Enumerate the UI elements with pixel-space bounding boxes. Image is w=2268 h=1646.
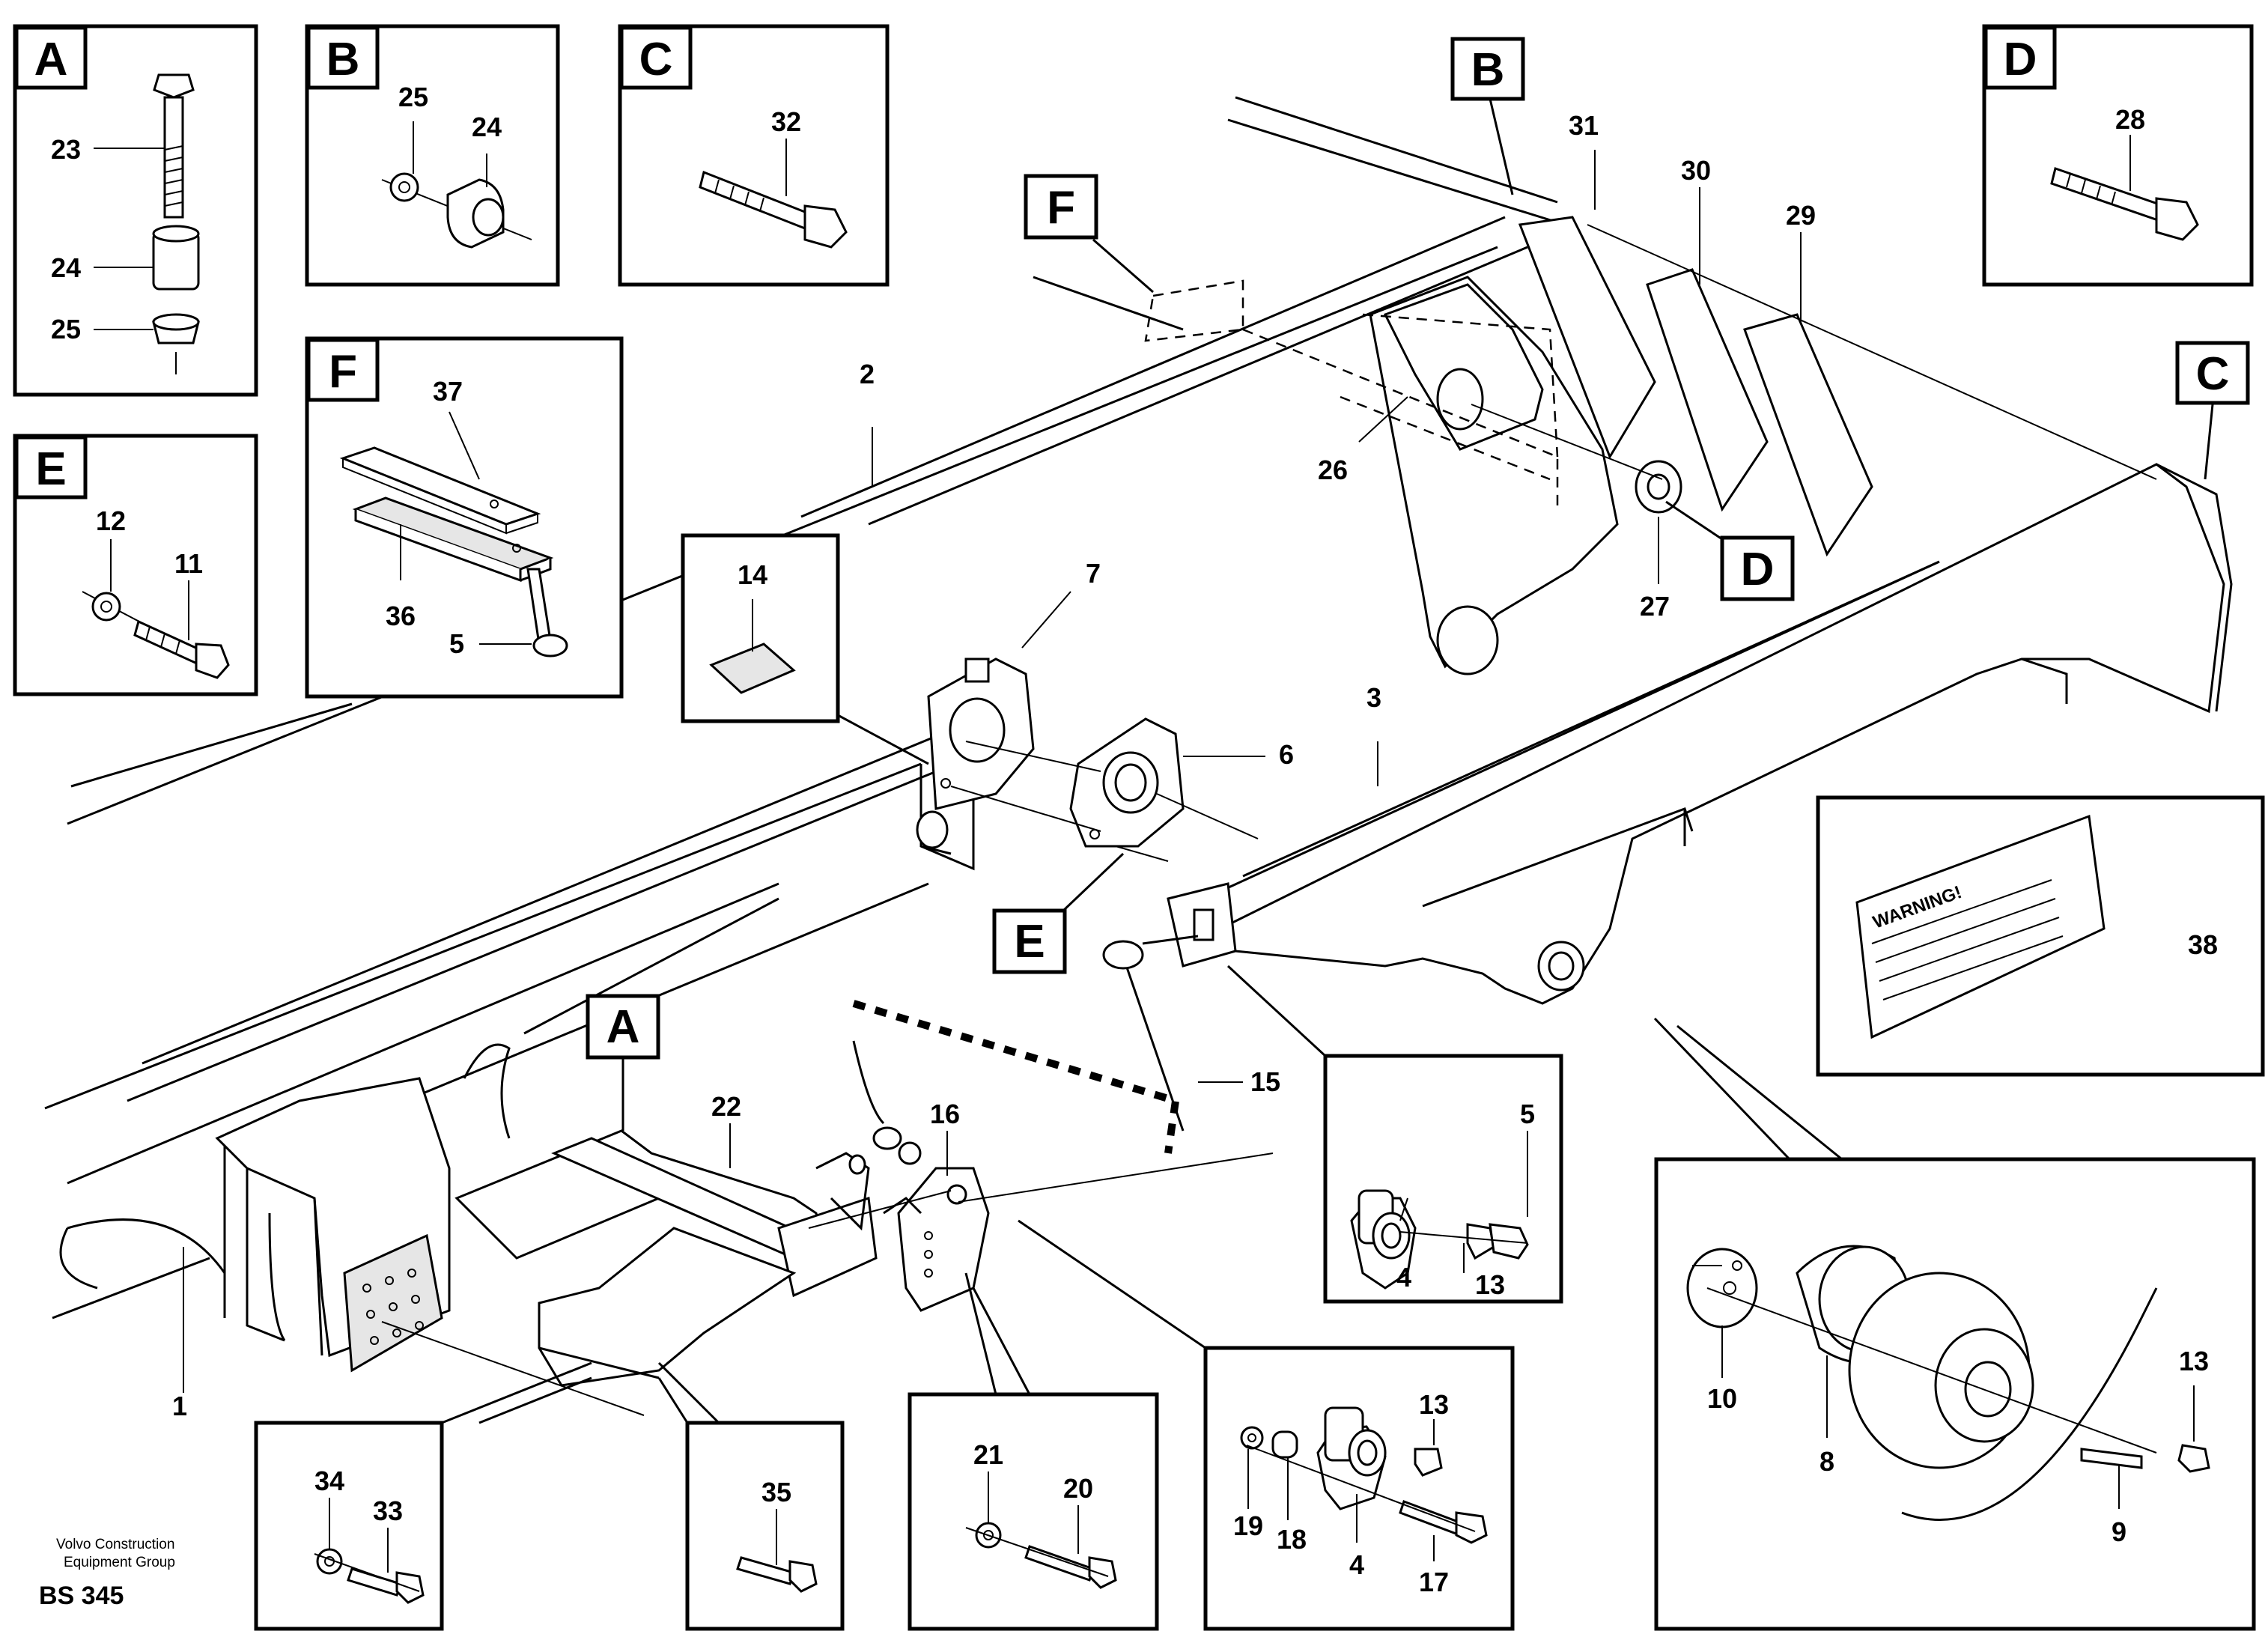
callout-14: 14 — [738, 559, 767, 590]
callout-21: 21 — [973, 1439, 1003, 1470]
callout-26: 26 — [1318, 455, 1348, 485]
detail-box-d: D 28 — [1982, 24, 2254, 287]
svg-text:D: D — [2004, 34, 2037, 85]
callout-6: 6 — [1279, 739, 1294, 770]
detail-box-c: C 32 — [618, 24, 890, 287]
callout-5: 5 — [1520, 1099, 1535, 1129]
callout-17: 17 — [1419, 1567, 1449, 1597]
callout-1: 1 — [172, 1391, 187, 1421]
callout-22: 22 — [711, 1091, 741, 1122]
callout-37: 37 — [433, 376, 463, 407]
callout-4: 4 — [1349, 1549, 1364, 1580]
detail-box-14: 14 — [681, 533, 929, 765]
callout-23: 23 — [51, 134, 81, 165]
callout-27: 27 — [1640, 591, 1670, 622]
detail-box-21-20: 21 20 — [907, 1272, 1159, 1631]
svg-text:B: B — [1471, 44, 1505, 96]
svg-text:F: F — [1047, 182, 1075, 234]
callout-7: 7 — [1086, 558, 1101, 589]
main-callouts: 1 2 3 6 7 26 27 31 30 29 15 22 16 — [172, 110, 1816, 1421]
callout-25: 25 — [51, 314, 81, 344]
detail-tag-d[interactable]: D — [1665, 500, 1795, 601]
callout-4: 4 — [1396, 1262, 1411, 1293]
detail-box-pin-upper: 5 4 13 — [1226, 965, 1563, 1304]
svg-text:F: F — [329, 346, 357, 398]
detail-tag-c[interactable]: C — [2175, 341, 2250, 480]
warning-label-panel: WARNING! 38 — [1816, 795, 2265, 1077]
footer: Volvo Construction Equipment Group BS 34… — [39, 1537, 175, 1610]
detail-box-bearing: 10 8 9 13 — [1653, 1017, 2256, 1631]
callout-11: 11 — [174, 548, 203, 579]
detail-box-b: B 25 24 — [305, 24, 560, 287]
callout-18: 18 — [1277, 1524, 1307, 1555]
detail-tag-f[interactable]: F — [1024, 174, 1154, 294]
svg-text:D: D — [1741, 544, 1775, 595]
callout-24: 24 — [472, 112, 502, 142]
callout-13: 13 — [1419, 1389, 1449, 1420]
callout-13: 13 — [2179, 1346, 2209, 1376]
drawing-code: BS 345 — [39, 1582, 124, 1610]
svg-text:E: E — [1014, 916, 1045, 968]
company-line-2: Equipment Group — [64, 1555, 175, 1570]
callout-34: 34 — [314, 1466, 344, 1496]
callout-38: 38 — [2188, 929, 2218, 960]
callout-32: 32 — [771, 106, 801, 137]
svg-text:E: E — [35, 443, 66, 495]
svg-text:C: C — [639, 34, 673, 85]
callout-24: 24 — [51, 252, 81, 283]
svg-text:C: C — [2196, 348, 2230, 400]
callout-25: 25 — [398, 82, 428, 112]
callout-29: 29 — [1786, 200, 1816, 231]
callout-3: 3 — [1366, 682, 1381, 713]
detail-box-f: F 37 36 5 — [305, 336, 624, 699]
detail-box-a: A 23 24 25 — [13, 24, 258, 397]
company-line-1: Volvo Construction — [56, 1537, 174, 1552]
callout-30: 30 — [1681, 155, 1711, 186]
detail-tag-b[interactable]: B — [1450, 37, 1525, 195]
callout-8: 8 — [1819, 1446, 1834, 1477]
flange-plate-holes — [362, 1269, 424, 1345]
callout-13: 13 — [1475, 1269, 1505, 1300]
leader-lines — [183, 150, 2179, 1416]
callout-19: 19 — [1233, 1510, 1263, 1541]
callout-10: 10 — [1707, 1383, 1737, 1414]
svg-text:A: A — [606, 1001, 640, 1053]
detail-box-35: 35 — [657, 1361, 845, 1631]
callout-2: 2 — [860, 359, 875, 389]
callout-5: 5 — [449, 628, 464, 659]
callout-36: 36 — [386, 601, 416, 631]
callout-9: 9 — [2112, 1516, 2126, 1547]
svg-text:A: A — [34, 34, 68, 85]
callout-20: 20 — [1063, 1473, 1093, 1504]
callout-12: 12 — [96, 505, 126, 536]
detail-box-e: E 12 11 — [13, 434, 258, 696]
callout-35: 35 — [761, 1477, 791, 1507]
svg-text:B: B — [326, 34, 360, 85]
detail-box-pin-lower: 13 19 18 4 17 — [1018, 1219, 1515, 1631]
detail-tag-e[interactable]: E — [992, 852, 1125, 974]
callout-28: 28 — [2115, 104, 2145, 135]
callout-16: 16 — [930, 1099, 960, 1129]
callout-15: 15 — [1250, 1066, 1280, 1097]
detail-box-34-33: 34 33 — [254, 1361, 592, 1631]
callout-33: 33 — [373, 1495, 403, 1526]
callout-31: 31 — [1569, 110, 1599, 141]
lug-plate-holes — [924, 1231, 933, 1278]
detail-tag-a[interactable]: A — [586, 994, 660, 1131]
